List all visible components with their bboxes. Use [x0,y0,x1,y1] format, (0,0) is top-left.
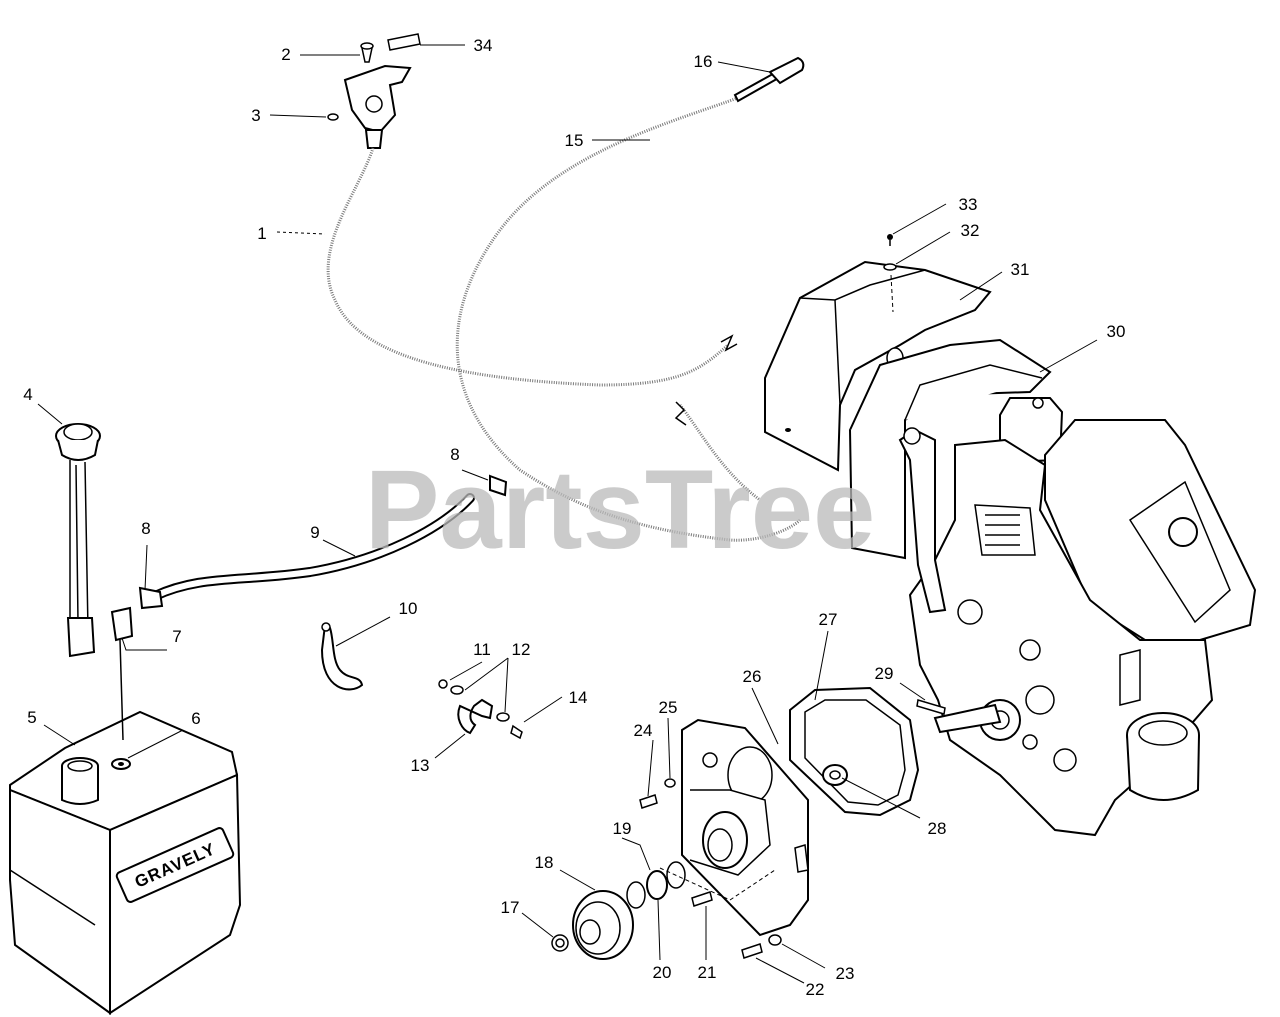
cover-plate-assembly [639,686,946,937]
watermark-text: PartsTree [365,447,876,572]
callout-27: 27 [819,610,838,629]
callout-17: 17 [501,898,520,917]
callout-26: 26 [743,667,762,686]
fuel-tank-assembly: GRAVELY [9,423,242,1015]
leader-lines [37,44,1098,984]
callout-3: 3 [251,106,260,125]
callout-6: 6 [191,709,200,728]
callout-4: 4 [23,385,32,404]
callout-19: 19 [613,819,632,838]
callout-9: 9 [310,523,319,542]
callout-21: 21 [698,963,717,982]
callout-2: 2 [281,45,290,64]
callout-25: 25 [659,698,678,717]
callout-1: 1 [257,224,266,243]
callout-15: 15 [565,131,584,150]
callout-12: 12 [512,640,531,659]
callout-16: 16 [694,52,713,71]
callout-34: 34 [474,36,493,55]
gear-assembly [551,861,782,960]
callout-29: 29 [875,664,894,683]
callout-8-upper: 8 [450,445,459,464]
callout-31: 31 [1011,260,1030,279]
callout-5: 5 [27,708,36,727]
callout-33: 33 [959,195,978,214]
callout-18: 18 [535,853,554,872]
callout-10: 10 [399,599,418,618]
clamp-hardware [320,622,523,740]
fuel-hose [138,474,508,610]
callout-32: 32 [961,221,980,240]
callout-30: 30 [1107,322,1126,341]
callout-7: 7 [172,627,181,646]
callout-11: 11 [473,640,491,659]
callout-24: 24 [634,721,653,740]
callout-22: 22 [806,980,825,999]
callout-labels: 2 3 1 4 5 6 7 8 8 9 10 11 12 13 14 15 16… [23,36,1125,999]
throttle-assembly [326,33,805,542]
callout-23: 23 [836,964,855,983]
callout-20: 20 [653,963,672,982]
callout-28: 28 [928,819,947,838]
engine-assembly [764,234,1257,837]
callout-13: 13 [411,756,430,775]
callout-8-lower: 8 [141,519,150,538]
callout-14: 14 [569,688,588,707]
